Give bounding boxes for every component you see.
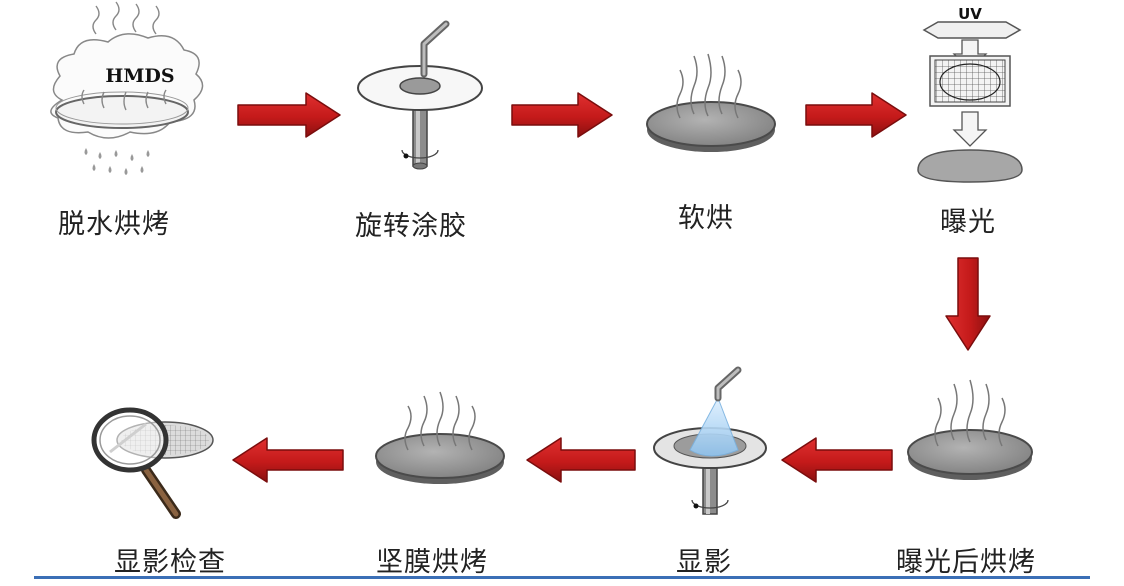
- arrow-exposure-to-peb: [945, 257, 991, 351]
- bottom-divider: [34, 576, 1090, 579]
- step-label-development: 显影: [676, 547, 732, 578]
- arrow-dehydration-to-spin: [237, 92, 341, 138]
- step-label-inspection: 显影检查: [114, 547, 226, 578]
- arrow-develop-to-hardbake: [526, 437, 636, 483]
- heated-wafer-icon: [907, 379, 1033, 480]
- hmds-vapor-wafer-icon: HMDS: [50, 1, 204, 175]
- step-label-soft-bake: 软烘: [678, 203, 734, 234]
- flow-arrows: [232, 92, 991, 483]
- step-label-spin-coating: 旋转涂胶: [355, 211, 467, 242]
- heated-wafer-icon: [375, 391, 505, 484]
- step-label-post-exposure-bake: 曝光后烘烤: [896, 547, 1036, 578]
- step-label-exposure: 曝光: [940, 207, 996, 238]
- spin-coater-icon: [357, 20, 483, 170]
- hmds-badge: HMDS: [105, 65, 174, 87]
- arrow-hardbake-to-inspect: [232, 437, 344, 483]
- arrow-spin-to-softbake: [511, 92, 613, 138]
- step-label-hard-bake: 坚膜烘烤: [376, 547, 488, 578]
- step-label-dehydration-bake: 脱水烘烤: [58, 209, 170, 240]
- arrow-softbake-to-exposure: [805, 92, 907, 138]
- uv-badge: UV: [958, 5, 982, 23]
- arrow-peb-to-develop: [781, 437, 893, 483]
- developer-spray-icon: [653, 366, 767, 515]
- magnifier-inspection-icon: [91, 407, 214, 519]
- uv-mask-exposure-icon: UV: [917, 5, 1023, 183]
- heated-wafer-icon: [646, 53, 776, 152]
